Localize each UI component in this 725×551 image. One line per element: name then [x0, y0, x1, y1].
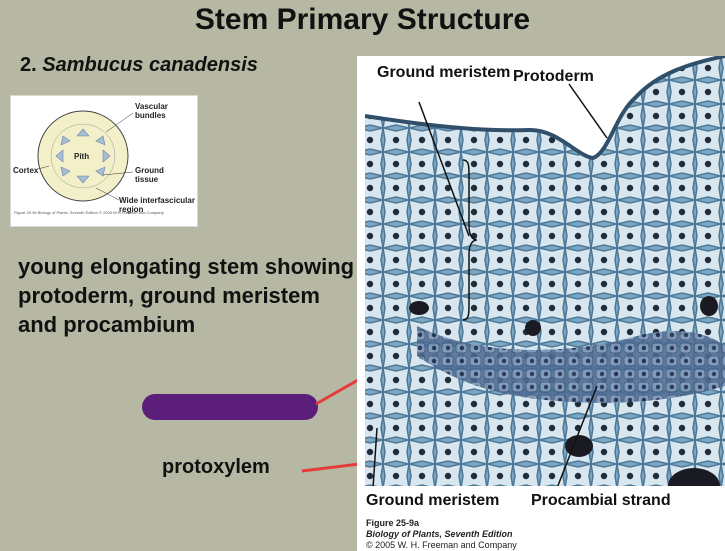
diagram-caption: Figure 25-9b Biology of Plants, Seventh …: [14, 210, 164, 215]
ground-tissue-label: Ground tissue: [135, 166, 164, 184]
figure-copyright: © 2005 W. H. Freeman and Company: [366, 540, 517, 550]
procambial-strand-label: Procambial strand: [531, 492, 671, 509]
cross-section-drawing: [37, 110, 134, 202]
figure-credit: Figure 25-9a Biology of Plants, Seventh …: [366, 518, 517, 551]
protoxylem-label: protoxylem: [162, 456, 270, 478]
stem-cross-section-diagram: Vascular bundles Pith Cortex Ground tiss…: [11, 96, 197, 226]
pith-label: Pith: [74, 152, 90, 161]
micrograph-panel: Ground meristem Protoderm Ground meriste…: [357, 56, 725, 551]
subtitle-species: Sambucus canadensis: [42, 54, 258, 76]
redaction-scribble: [142, 394, 318, 420]
ground-meristem-top-label: Ground meristem: [377, 64, 511, 81]
figure-number: Figure 25-9a: [366, 518, 420, 528]
micrograph-image: [357, 56, 725, 551]
vascular-bundles-label: Vascular bundles: [135, 102, 168, 120]
wide-interfascicular-label: Wide interfascicular region: [119, 196, 195, 214]
protoderm-label: Protoderm: [513, 68, 594, 85]
cortex-label: Cortex: [13, 166, 39, 175]
subtitle-number: 2.: [20, 54, 37, 76]
slide-description: young elongating stem showing protoderm,…: [18, 254, 355, 337]
slide-subtitle: 2. Sambucus canadensis: [20, 54, 258, 77]
ground-meristem-bottom-label: Ground meristem: [366, 492, 500, 509]
slide-title: Stem Primary Structure: [194, 3, 531, 36]
figure-title: Biology of Plants, Seventh Edition: [366, 529, 513, 539]
